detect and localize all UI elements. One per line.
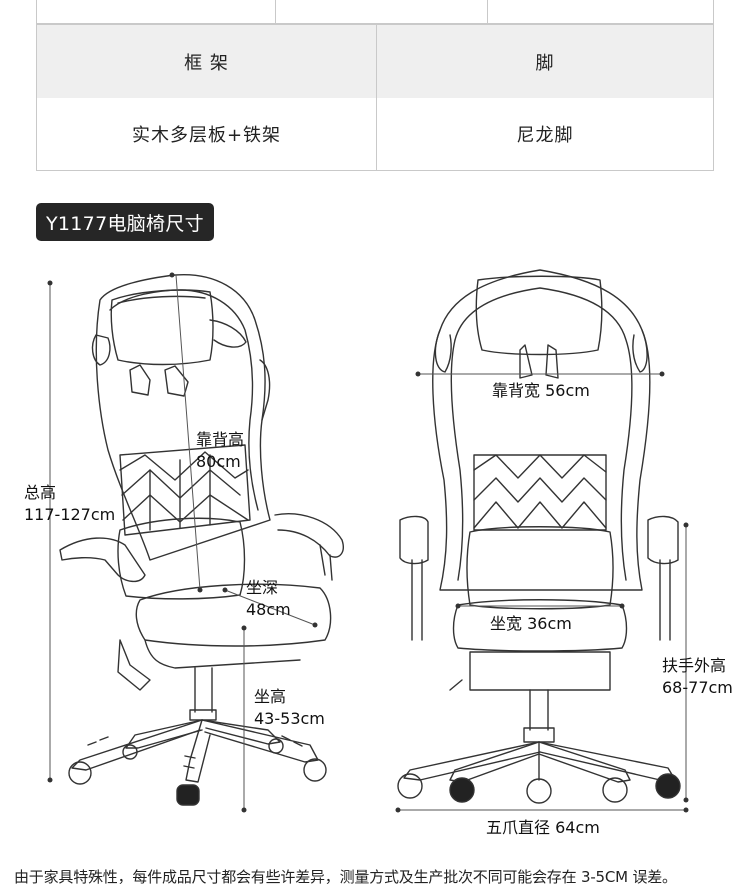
seat-width-label: 坐宽 36cm: [490, 614, 572, 633]
back-width-label: 靠背宽 56cm: [490, 381, 592, 400]
dimension-lines: [49, 274, 687, 811]
back-height-label: 靠背高: [196, 430, 245, 449]
section-title: Y1177电脑椅尺寸: [36, 203, 214, 241]
base-diameter-label: 五爪直径 64cm: [486, 818, 600, 837]
table-row: 实木多层板+铁架 尼龙脚: [36, 98, 714, 171]
side-view-chair-illustration: [59, 273, 344, 806]
seat-height-label: 坐高: [254, 687, 287, 706]
table-cell-frame: 实木多层板+铁架: [37, 98, 377, 170]
table-divider: [275, 0, 276, 23]
total-height-label: 总高: [24, 483, 57, 502]
front-view-chair-illustration: [397, 269, 681, 804]
table-header-frame: 框 架: [37, 25, 377, 98]
total-height-value: 117-127cm: [24, 505, 116, 524]
back-height-value: 80cm: [196, 452, 241, 471]
armrest-height-value: 68-77cm: [662, 678, 733, 697]
seat-depth-value: 48cm: [246, 600, 291, 619]
table-divider: [487, 0, 488, 23]
table-header-feet: 脚: [535, 52, 555, 74]
table-top-strip: [36, 0, 714, 24]
seat-depth-label: 坐深: [246, 578, 279, 597]
footer-note: 由于家具特殊性，每件成品尺寸都会有些许差异，测量方式及生产批次不同可能会存在 3…: [14, 868, 677, 886]
table-cell-feet: 尼龙脚: [516, 125, 574, 146]
dimension-points: [47, 272, 689, 813]
seat-height-value: 43-53cm: [254, 709, 325, 728]
armrest-height-label: 扶手外高: [662, 656, 727, 675]
